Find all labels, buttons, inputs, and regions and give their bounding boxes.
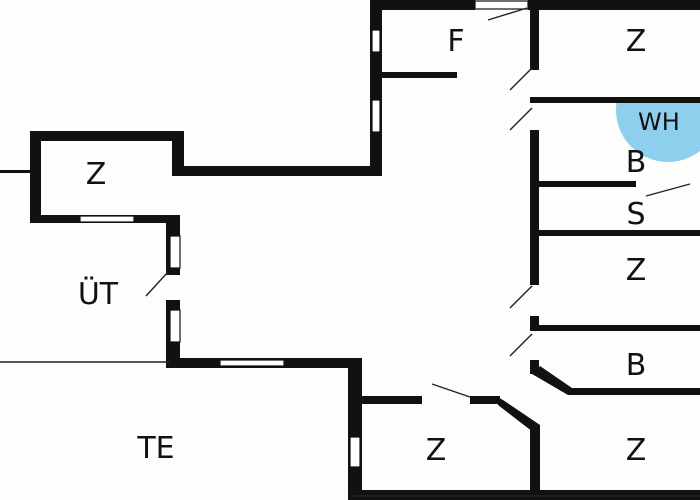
label-z-middle-right: Z: [626, 253, 647, 288]
wh-clip-cover: [540, 40, 700, 97]
label-ut: ÜT: [78, 276, 119, 312]
room-labels: F Z WH B S Z ÜT Z B TE Z Z: [78, 24, 680, 468]
label-z-bottom-right: Z: [626, 433, 647, 468]
label-f: F: [447, 24, 464, 59]
windows: [79, 0, 529, 468]
door-swings: [145, 7, 691, 398]
label-z-left: Z: [86, 157, 107, 192]
label-wh: WH: [638, 108, 680, 136]
label-z-bottom-middle: Z: [426, 433, 447, 468]
label-b-upper: B: [626, 145, 647, 180]
label-s: S: [626, 197, 645, 232]
label-z-top-right: Z: [626, 24, 647, 59]
thin-lines: [0, 361, 700, 497]
label-b-lower: B: [626, 348, 647, 383]
label-te: TE: [136, 431, 174, 466]
